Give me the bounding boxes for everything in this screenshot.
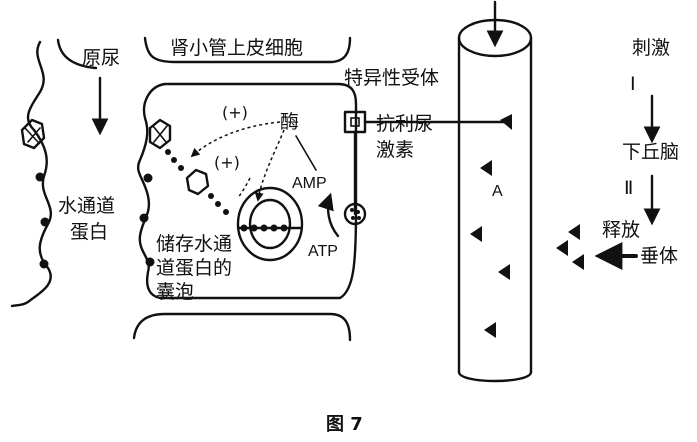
adh-molecule <box>572 254 584 270</box>
aquaporin-dot <box>39 259 49 269</box>
plus-label-2: (+) <box>214 153 240 172</box>
aquaporin-label-line2: 蛋白 <box>70 221 108 243</box>
figure-caption: 图 7 <box>326 414 363 435</box>
adh-molecule <box>498 264 510 280</box>
vesicle-label-line2: 道蛋白的 <box>156 257 232 279</box>
apical-dot <box>139 213 149 223</box>
enzyme-complex <box>343 202 367 226</box>
tubule-cell-label: 肾小管上皮细胞 <box>170 37 303 59</box>
adh-molecule <box>470 226 482 242</box>
cell-top-bracket <box>143 36 352 64</box>
enzyme-to-amp-line <box>295 135 317 171</box>
tubule-cell-body <box>136 82 358 300</box>
vesicle-path-chain <box>165 149 229 215</box>
apical-dot <box>145 257 155 267</box>
lumen-membrane-left <box>10 40 52 308</box>
activation-arrow-3 <box>237 177 251 199</box>
adh-molecule <box>568 224 580 240</box>
adh-molecule <box>556 240 568 256</box>
amp-label: AMP <box>292 175 327 192</box>
adh-molecule <box>500 114 512 130</box>
step-2-label: Ⅱ <box>624 177 633 199</box>
adh-molecule <box>480 160 492 176</box>
pituitary-label: 垂体 <box>640 245 678 267</box>
aquaporin-channel-left <box>20 118 46 150</box>
specific-receptor-label: 特异性受体 <box>344 67 439 89</box>
adh-label-line2: 激素 <box>376 139 414 161</box>
aquaporin-apical-top <box>148 118 172 150</box>
apical-dot <box>143 173 153 183</box>
adh-molecule <box>484 322 496 338</box>
activation-arrow-2 <box>254 129 285 202</box>
atp-label: ATP <box>308 243 338 260</box>
vesicle-label-line3: 囊泡 <box>156 281 194 303</box>
cell-bottom-bracket <box>132 312 352 342</box>
step-1-label: Ⅰ <box>630 73 636 95</box>
aquaporin-label-line1: 水通道 <box>58 195 115 217</box>
storage-vesicle <box>236 186 304 262</box>
plus-label-1: (+) <box>222 103 248 122</box>
urine-label: 原尿 <box>82 47 120 69</box>
adh-label-line1: 抗利尿 <box>376 113 433 135</box>
vesicle-label-line1: 储存水通 <box>156 233 232 255</box>
release-label: 释放 <box>602 219 640 241</box>
region-a-label: A <box>492 183 503 200</box>
aquaporin-dot <box>40 217 50 227</box>
atp-to-amp-arrow <box>317 192 340 238</box>
hypothalamus-label: 下丘脑 <box>622 141 679 163</box>
enzyme-label: 酶 <box>280 111 299 133</box>
lumen-membrane-right <box>56 38 98 70</box>
activation-arrow-1 <box>190 121 281 158</box>
vesicle-small <box>185 168 210 196</box>
stimulus-label: 刺激 <box>632 37 670 59</box>
aquaporin-dot <box>35 172 45 182</box>
